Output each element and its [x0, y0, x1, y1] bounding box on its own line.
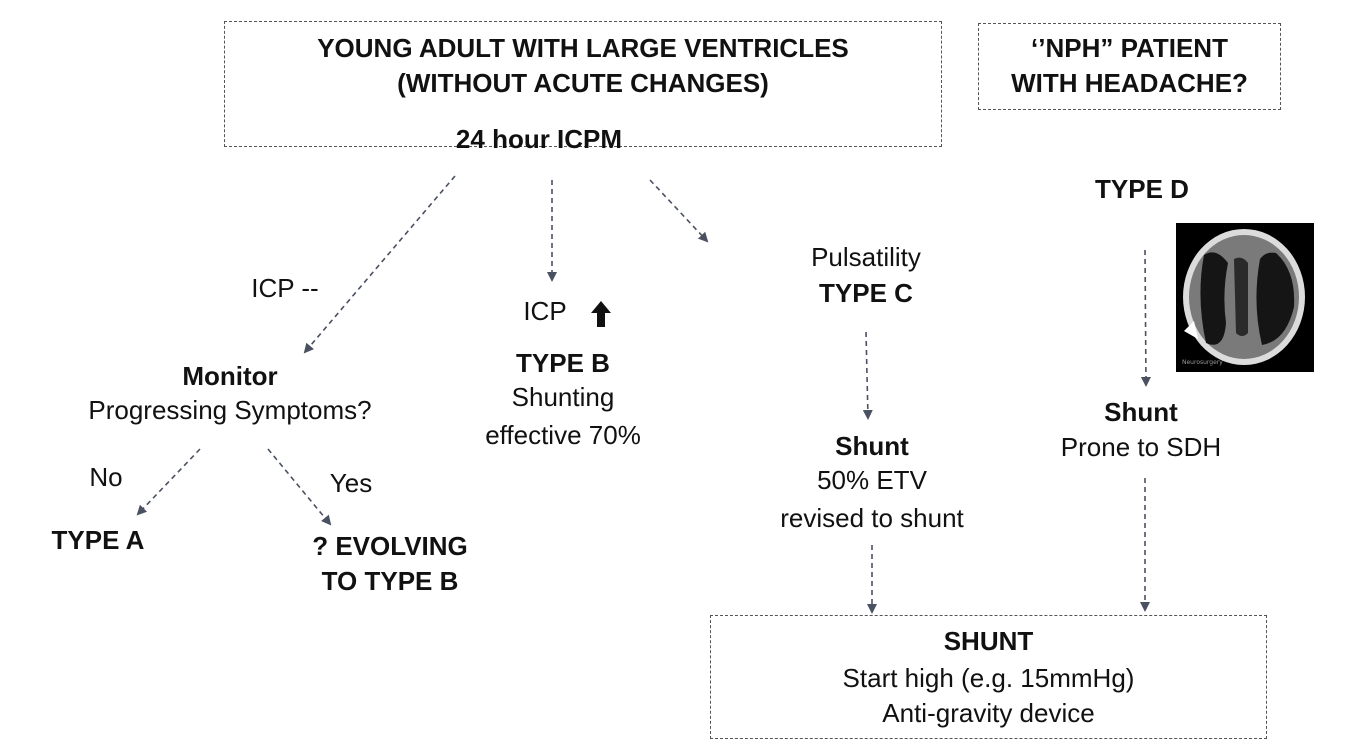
- nph-patient-box: [978, 23, 1281, 110]
- arrow-type-d-to-shunt: [1140, 249, 1151, 387]
- evolving-line1: ? EVOLVING: [312, 531, 468, 561]
- young-adult-title-line2: (WITHOUT ACUTE CHANGES): [397, 68, 769, 98]
- arrow-monitor-to-evolving: [267, 448, 332, 526]
- arrow-monitor-to-type-a: [136, 448, 201, 516]
- revised-to-shunt-label: revised to shunt: [780, 503, 964, 533]
- etv-label: 50% ETV: [817, 465, 927, 495]
- icp-normal-label: ICP --: [251, 273, 319, 303]
- nph-title-line1: ‘’NPH” PATIENT: [1031, 33, 1228, 63]
- shunt-final-title: SHUNT: [943, 626, 1034, 656]
- arrow-icpm-to-type-c: [649, 179, 709, 243]
- type-c-shunt-label: Shunt: [835, 431, 909, 461]
- shunt-start-high: Start high (e.g. 15mmHg): [842, 663, 1135, 693]
- type-a-label: TYPE A: [51, 525, 145, 555]
- progressing-symptoms-label: Progressing Symptoms?: [88, 395, 372, 425]
- ct-scan-image: Neurosurgery: [1176, 223, 1314, 372]
- type-d-shunt-label: Shunt: [1104, 397, 1178, 427]
- type-c-label: TYPE C: [819, 278, 913, 308]
- icp-high-label: ICP: [523, 296, 567, 326]
- type-d-label: TYPE D: [1095, 174, 1189, 204]
- young-adult-title-line1: YOUNG ADULT WITH LARGE VENTRICLES: [317, 33, 849, 63]
- prone-to-sdh-label: Prone to SDH: [1060, 432, 1222, 462]
- type-b-effective: effective 70%: [485, 420, 641, 450]
- no-label: No: [89, 462, 123, 492]
- yes-label: Yes: [329, 468, 373, 498]
- type-b-shunting: Shunting: [511, 382, 615, 412]
- evolving-line2: TO TYPE B: [321, 566, 459, 596]
- monitor-label: Monitor: [182, 361, 278, 391]
- arrow-icpm-to-monitor: [303, 175, 456, 354]
- young-adult-box: [224, 21, 942, 147]
- arrow-up-icon: [591, 301, 611, 327]
- nph-title-line2: WITH HEADACHE?: [1011, 68, 1248, 98]
- icpm-label: 24 hour ICPM: [455, 124, 623, 154]
- arrow-type-c-to-shunt: [862, 331, 873, 420]
- brain-ct-icon: Neurosurgery: [1182, 229, 1305, 366]
- pulsatility-label: Pulsatility: [811, 242, 921, 272]
- type-b-label: TYPE B: [516, 348, 610, 378]
- shunt-final-box: [710, 615, 1267, 739]
- shunt-anti-gravity: Anti-gravity device: [882, 698, 1095, 728]
- image-caption: Neurosurgery: [1182, 359, 1223, 366]
